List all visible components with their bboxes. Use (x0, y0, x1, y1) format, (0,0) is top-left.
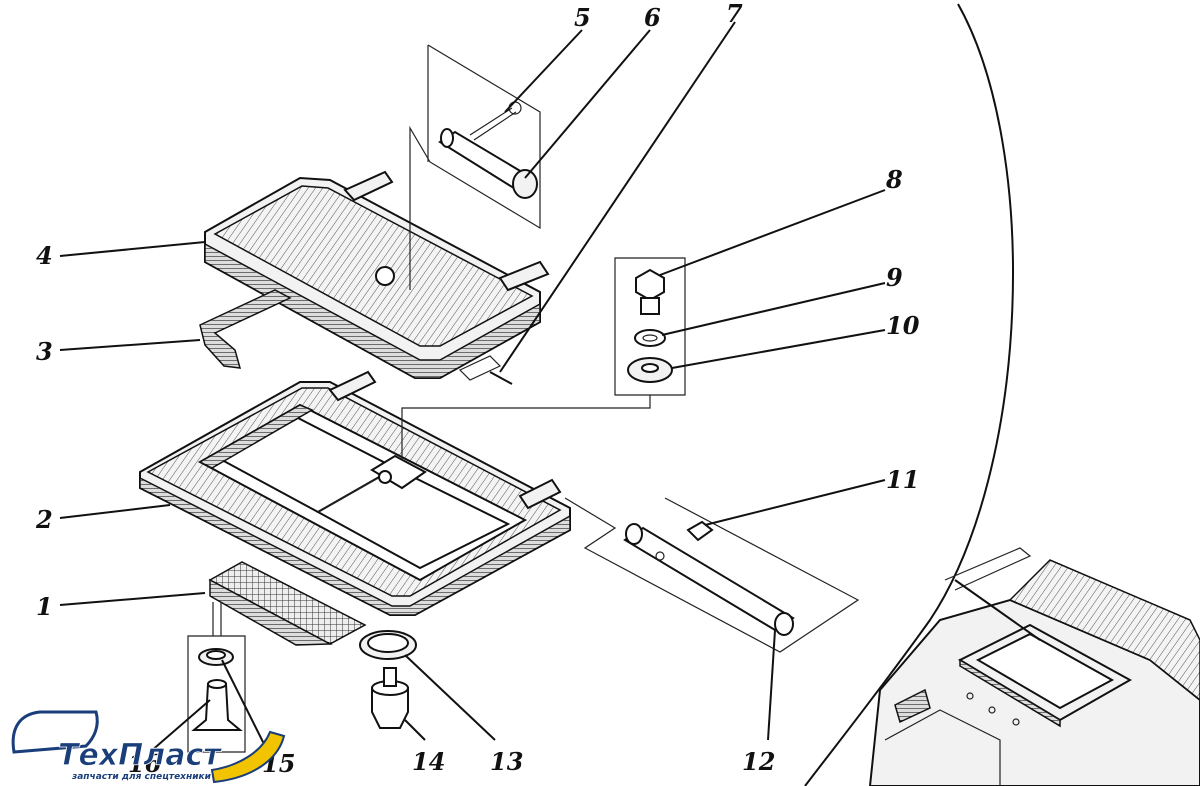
excavator-arm-icon (210, 730, 286, 784)
part-1-plate (208, 561, 367, 646)
machine-detail-view (868, 547, 1200, 786)
part-11-grease-fitting (686, 520, 714, 542)
label-14: 14 (412, 747, 445, 776)
label-5: 5 (574, 3, 591, 32)
label-16: 16 (128, 749, 162, 778)
inset-box-8-10 (401, 257, 686, 460)
label-8: 8 (885, 165, 903, 194)
label-3: 3 (36, 337, 53, 366)
label-7: 7 (726, 0, 743, 28)
label-11: 11 (886, 465, 919, 494)
part-15-bushing (198, 648, 234, 666)
label-13: 13 (490, 747, 523, 776)
part-7-pin (489, 371, 513, 385)
inset-box-11-12 (564, 497, 860, 653)
inset-box-5-6 (409, 44, 541, 290)
part-3-hinge-bar (199, 289, 502, 381)
part-5-cotter-pin (469, 101, 522, 141)
label-4: 4 (36, 241, 53, 270)
label-2: 2 (35, 505, 53, 534)
label-1: 1 (36, 592, 53, 621)
logo-tagline: запчасти для спецтехники (71, 772, 212, 782)
logo-name: ТехПласт (58, 738, 222, 773)
leader-lines (59, 21, 886, 753)
part-16-plug (191, 679, 243, 731)
label-10: 10 (886, 311, 920, 340)
part-8-bolt (635, 268, 665, 315)
part-4-cover (204, 170, 550, 379)
label-12: 12 (742, 747, 775, 776)
part-6-axle-pin (438, 128, 538, 199)
part-13-ring (359, 630, 417, 660)
excavator-bucket-icon (11, 710, 99, 754)
label-6: 6 (644, 3, 661, 32)
part-9-lock-washer (634, 329, 666, 347)
part-10-flat-washer (627, 357, 673, 383)
part-14-valve (371, 667, 409, 729)
part-12-axle (623, 523, 795, 636)
label-9: 9 (886, 263, 903, 292)
part-2-frame (139, 370, 571, 616)
detail-circle-arc (804, 3, 1014, 786)
inset-box-15-16 (187, 602, 246, 753)
techplast-logo: ТехПласт запчасти для спецтехники (11, 710, 286, 784)
